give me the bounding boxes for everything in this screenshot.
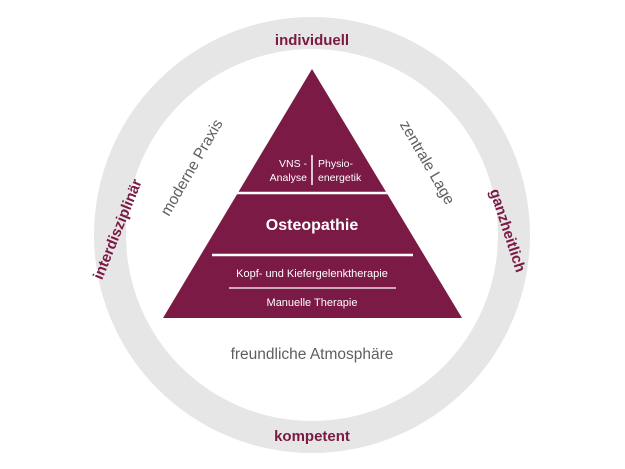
pyramid-top-left-line2: Analyse — [270, 172, 308, 184]
outer-label-bottom: kompetent — [274, 428, 350, 445]
inner-label-bottom: freundliche Atmosphäre — [231, 346, 394, 363]
pyramid-top-right-line1: Physio- — [318, 158, 354, 170]
pyramid-top-left-line1: VNS - — [279, 158, 308, 170]
pyramid-bottom-line2: Manuelle Therapie — [267, 297, 358, 309]
pyramid-bottom-line1: Kopf- und Kiefergelenktherapie — [236, 268, 388, 280]
pyramid-top-right-line2: energetik — [318, 172, 362, 184]
outer-label-top: individuell — [275, 32, 349, 49]
pyramid-middle-label: Osteopathie — [266, 217, 359, 234]
